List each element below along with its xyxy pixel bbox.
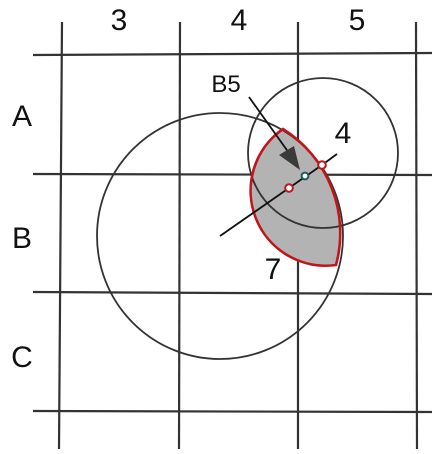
grid-line-h4 [32, 409, 432, 414]
grid-line-v1 [57, 21, 64, 450]
midpoint-marker [300, 171, 310, 181]
callout-arrow-shaft [248, 96, 290, 154]
column-label-3: 3 [111, 4, 128, 37]
center-line-left [219, 187, 290, 237]
intersection-point-right [317, 160, 327, 170]
large-circle-label: 7 [265, 253, 282, 286]
grid-line-v2 [177, 21, 182, 450]
small-circle-label: 4 [335, 117, 352, 150]
grid-line-h1 [32, 51, 432, 57]
row-label-c: C [11, 341, 33, 374]
grid-line-h3 [32, 290, 432, 296]
callout-label-b5: B5 [211, 71, 240, 98]
callout-arrowhead [279, 146, 300, 170]
row-label-a: A [12, 100, 32, 133]
column-label-4: 4 [231, 4, 248, 37]
overlap-outline [249, 127, 342, 267]
intersection-point-left [284, 183, 294, 193]
grid-line-v4 [414, 21, 419, 450]
small-circle [247, 77, 399, 229]
column-label-5: 5 [349, 4, 366, 37]
row-label-b: B [12, 222, 32, 255]
large-circle [96, 112, 344, 360]
grid-line-h2 [32, 172, 432, 177]
